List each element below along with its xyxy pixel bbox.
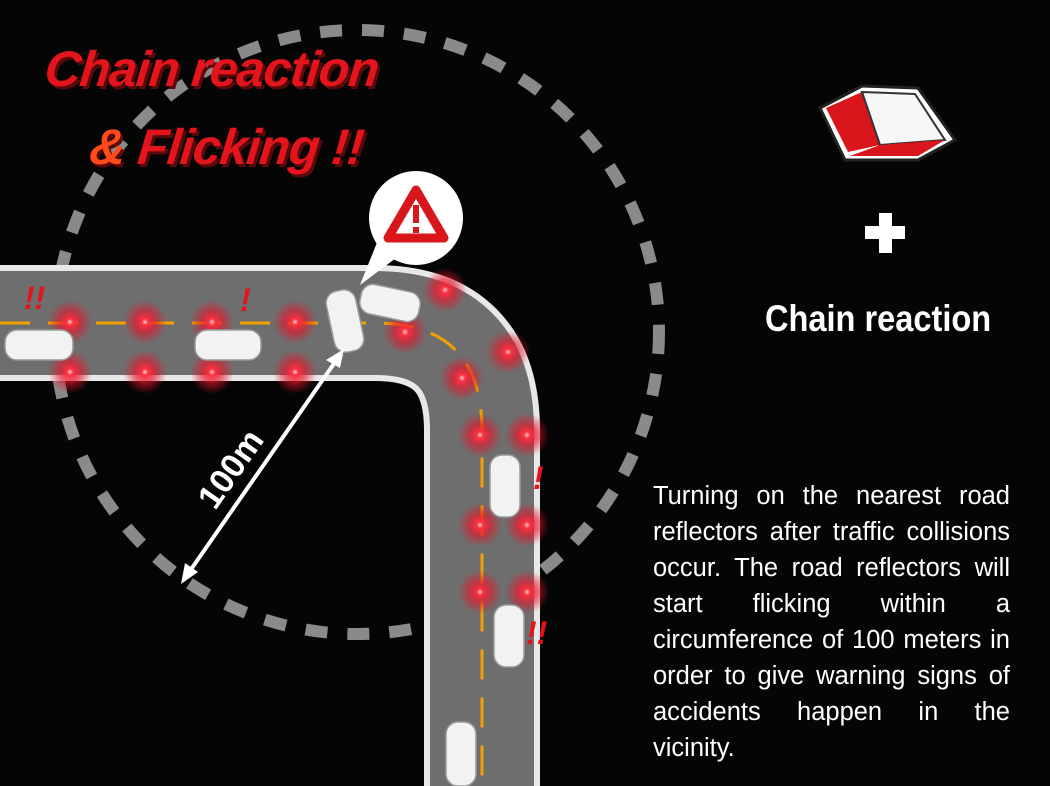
alert-mark: ! [240,282,251,318]
description: Turning on the nearest road reflectors a… [653,482,1010,762]
car [493,604,525,668]
warning-triangle-icon [383,185,449,243]
reflector-lights [48,268,549,614]
crashed-car [359,283,421,323]
warning-bubble [360,171,463,285]
plus-icon [865,213,905,253]
title-line-2: & Flicking !! [87,118,366,176]
radius-circle [49,24,665,640]
alert-mark: !! [24,280,46,316]
title-flicking: Flicking !! [135,119,367,175]
car [445,721,477,786]
car [489,454,521,518]
alert-mark: !! [526,615,548,651]
crashed-car [325,289,365,353]
car [4,329,74,361]
distance-arrow [181,349,344,584]
title-ampersand: & [87,119,141,175]
side-heading: Chain reaction [765,298,992,339]
alert-mark: ! [533,460,544,496]
title-line-1: Chain reaction [42,41,382,97]
car [194,329,262,361]
cars [4,283,525,786]
road-reflector-icon [818,84,958,162]
